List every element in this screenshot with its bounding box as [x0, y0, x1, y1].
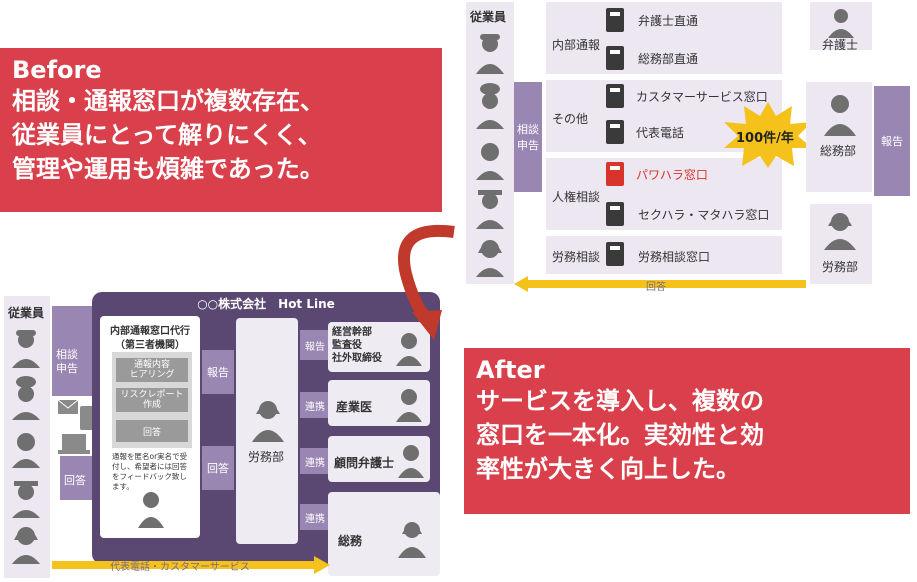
capped-person-icon [476, 190, 504, 229]
step-answer: 回答 [116, 420, 188, 442]
after-consult-arrow [52, 306, 92, 396]
output-label-doctor: 産業医 [336, 400, 373, 414]
before-group-internal-label: 内部通報 [552, 38, 601, 52]
output-link-2: 連携 [300, 448, 330, 474]
general-affairs-after-person-icon [398, 522, 426, 558]
step-report: リスクレポート 作成 [116, 388, 188, 412]
before-group-other-label: その他 [552, 112, 589, 126]
agency-title2: （第三者機関） [115, 340, 185, 351]
before-group-labor [546, 236, 782, 274]
doctor-person-icon [396, 389, 422, 422]
phone-icons [606, 8, 624, 266]
labor-dept-label: 労務部 [248, 450, 285, 464]
agency-title1: 内部通報窓口代行 [110, 326, 190, 337]
output-link-0: 報告 [300, 330, 330, 360]
transition-curved-arrow [398, 224, 455, 340]
before-consult-arrow: 相談 申告 [514, 82, 542, 192]
output-label-general-affairs: 総務 [338, 534, 363, 548]
before-line1: 相談・通報窓口が複数存在、 [12, 87, 324, 115]
after-employees-label: 従業員 [8, 306, 45, 320]
recipient-lawyer: 弁護士 [822, 38, 859, 52]
after-callout: After サービスを導入し、複数の 窓口を一本化。実効性と効 率性が大きく向上… [464, 348, 910, 514]
after-answer-left-label: 回答 [64, 474, 86, 487]
labor-person-icon [824, 213, 856, 250]
before-group-labor-label: 労務相談 [552, 250, 601, 264]
before-report-arrow: 報告 [874, 86, 910, 196]
device-icons [57, 399, 94, 454]
before-answer-arrow [514, 276, 806, 292]
after-heading: After [476, 356, 545, 384]
before-employees-label: 従業員 [470, 10, 507, 24]
before-employee-icons [476, 34, 504, 277]
recipient-labor: 労務部 [822, 260, 859, 274]
executive-person-icon [396, 333, 422, 366]
after-employee-icons [12, 330, 40, 564]
after-consult-label2: 申告 [56, 362, 78, 375]
before-heading: Before [12, 56, 102, 84]
lawyer-person-icon [828, 9, 854, 38]
window-customer-service: カスタマーサービス窓口 [636, 90, 768, 104]
after-line2: 窓口を一本化。実効性と効 [476, 421, 764, 449]
before-group-human-rights-label: 人権相談 [552, 190, 601, 204]
output-label-lawyer: 顧問弁護士 [334, 456, 395, 470]
recipient-general-affairs: 総務部 [820, 144, 857, 158]
chef-person-icon [476, 83, 504, 129]
after-line1: サービスを導入し、複数の [476, 387, 764, 415]
step-hearing: 通報内容 ヒアリング [116, 358, 188, 382]
hotline-title: ○○株式会社 Hot Line [197, 296, 335, 311]
window-sexual-harassment: セクハラ・マタハラ窓口 [638, 208, 770, 222]
output-label-executives: 経営幹部 監査役 社外取締役 [332, 327, 382, 364]
person-icon [476, 34, 504, 74]
window-general-affairs-direct: 総務部直通 [638, 52, 699, 66]
after-report-arrow: 報告 [202, 350, 234, 394]
labor-dept-person-icon [252, 401, 284, 442]
volume-burst-label: 100件/年 [736, 131, 794, 146]
agency-note: 通報を匿名or実名で受付し、希望者には回答をフィードバック致します。 [112, 452, 188, 491]
agency-person-icon [138, 492, 164, 528]
after-bottom-arrow-label: 代表電話・カスタマーサービス [110, 562, 250, 573]
after-consult-label1: 相談 [56, 348, 78, 361]
before-answer-label: 回答 [646, 282, 666, 293]
woman-person-icon [476, 240, 504, 277]
before-line2: 従業員にとって解りにくく、 [12, 121, 322, 149]
window-lawyer-direct: 弁護士直通 [638, 14, 699, 28]
before-callout: Before 相談・通報窓口が複数存在、 従業員にとって解りにくく、 管理や運用… [0, 48, 442, 212]
output-link-3: 連携 [300, 504, 330, 530]
person-icon [476, 143, 504, 180]
output-link-1: 連携 [300, 392, 330, 418]
window-power-harassment: パワハラ窓口 [636, 168, 708, 182]
window-labor-consult: 労務相談窓口 [638, 250, 711, 264]
after-answer-arrow: 回答 [202, 446, 234, 490]
advisor-lawyer-person-icon [398, 445, 424, 478]
before-group-human-rights [546, 158, 782, 230]
window-main-phone: 代表電話 [636, 126, 685, 140]
after-line3: 率性が大きく向上した。 [476, 455, 740, 483]
before-line3: 管理や運用も煩雑であった。 [12, 155, 324, 183]
general-affairs-person-icon [824, 95, 856, 136]
after-bottom-arrow [52, 556, 330, 574]
volume-burst [724, 102, 812, 168]
before-group-internal [546, 2, 782, 74]
